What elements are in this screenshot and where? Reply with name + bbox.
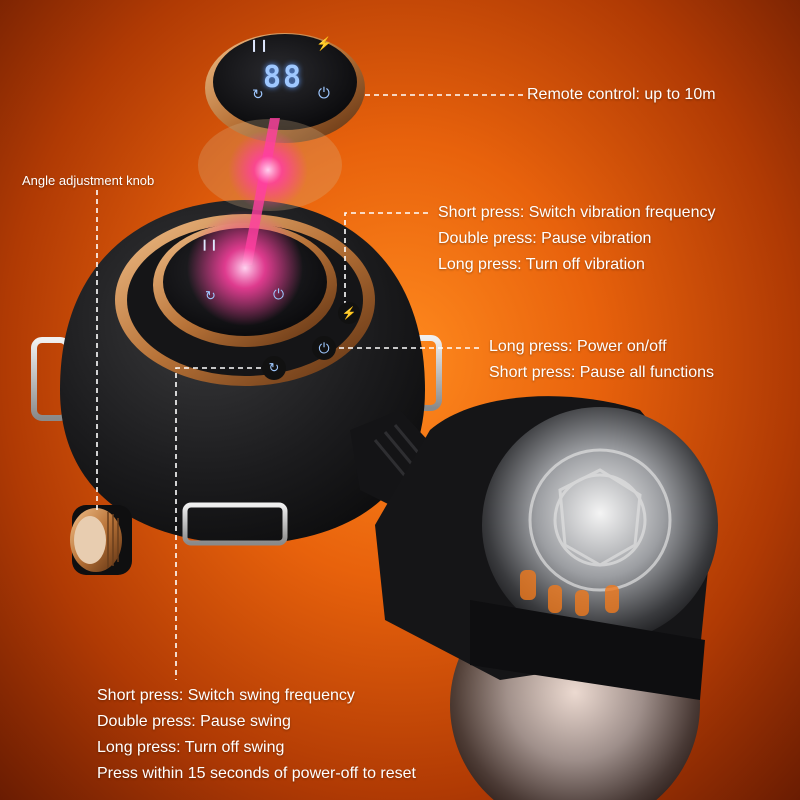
- power-button-label: Long press: Power on/off Short press: Pa…: [489, 334, 714, 386]
- swing-button-label: Short press: Switch swing frequency Doub…: [97, 683, 416, 787]
- vibration-line-3: Long press: Turn off vibration: [438, 256, 645, 273]
- vibration-line-1: Short press: Switch vibration frequency: [438, 204, 716, 221]
- signal-glow-top: [228, 130, 308, 210]
- unit-swing-icon[interactable]: ↻: [205, 288, 216, 303]
- remote-swing-icon[interactable]: ↻: [252, 86, 264, 102]
- knob-label: Angle adjustment knob: [22, 173, 155, 188]
- remote-label: Remote control: up to 10m: [527, 86, 716, 103]
- vibration-button[interactable]: ⚡: [338, 302, 360, 324]
- remote-lightning-icon[interactable]: ⚡: [316, 36, 333, 51]
- swing-button[interactable]: ↻: [262, 356, 286, 380]
- swing-line-3: Long press: Turn off swing: [97, 739, 285, 756]
- vibration-line-2: Double press: Pause vibration: [438, 230, 652, 247]
- swing-line-4: Press within 15 seconds of power-off to …: [97, 765, 416, 782]
- cup-orange-reflections: [520, 570, 619, 616]
- power-line-1: Long press: Power on/off: [489, 338, 667, 355]
- angle-knob: [70, 505, 132, 575]
- leader-lines: [96, 94, 525, 680]
- signal-glow: [187, 210, 303, 326]
- remote-display: 88: [263, 60, 304, 95]
- power-button[interactable]: ⏻: [312, 336, 336, 360]
- cup-inner-ridges: [528, 448, 672, 592]
- unit-power-icon[interactable]: ⏻: [273, 286, 285, 302]
- sleeve-strap: [470, 600, 705, 700]
- power-line-2: Short press: Pause all functions: [489, 364, 715, 381]
- remote-power-icon[interactable]: ⏻: [318, 85, 330, 102]
- remote-control: [205, 33, 365, 143]
- bottom-bracket: [182, 502, 288, 546]
- vibration-button-label: Short press: Switch vibration frequency …: [438, 200, 715, 278]
- remote-pause-icon[interactable]: ❙❙: [249, 38, 270, 52]
- unit-pause-icon[interactable]: ❙❙: [200, 239, 219, 251]
- swing-line-1: Short press: Switch swing frequency: [97, 687, 355, 704]
- clear-cup: [482, 407, 718, 643]
- swing-line-2: Double press: Pause swing: [97, 713, 291, 730]
